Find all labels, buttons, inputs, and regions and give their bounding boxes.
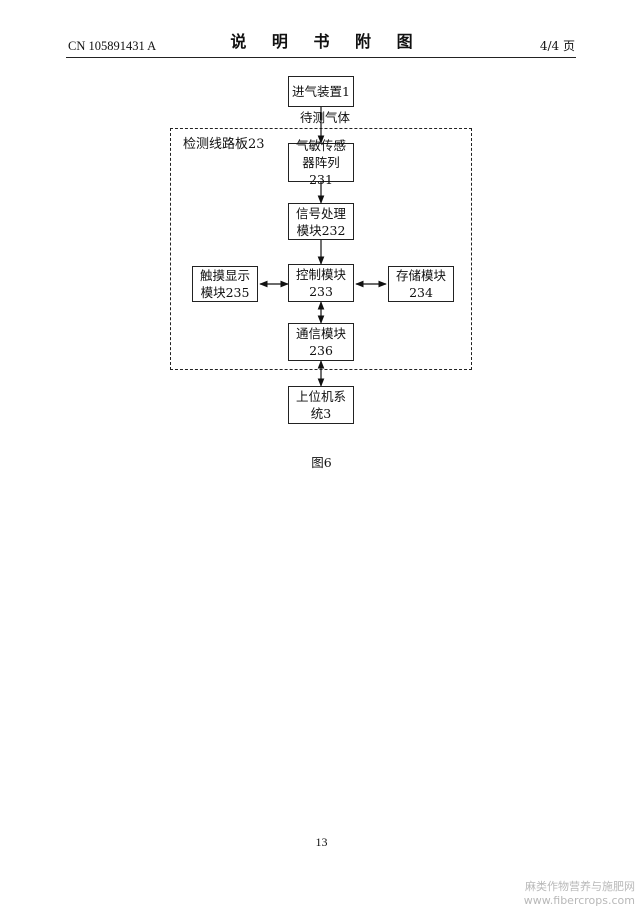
- watermark-line-1: 麻类作物营养与施肥网: [525, 880, 635, 893]
- host-line-2: 统3: [310, 406, 332, 421]
- sensor-line-1: 气敏传感: [295, 138, 346, 153]
- comm-line-2: 236: [309, 343, 333, 358]
- control-line-1: 控制模块: [295, 267, 346, 282]
- inlet-device-box: 进气装置1: [288, 76, 354, 107]
- storage-module-box: 存储模块 234: [388, 266, 454, 302]
- storage-line-1: 存储模块: [395, 268, 446, 283]
- page-title: 说 明 书 附 图: [230, 32, 423, 51]
- signal-line-2: 模块232: [296, 222, 346, 238]
- watermark: 麻类作物营养与施肥网 www.fibercrops.com: [524, 880, 635, 908]
- sensor-line-2: 器阵列231: [302, 155, 340, 187]
- host-system-box: 上位机系统3: [288, 386, 354, 424]
- touch-line-2: 模块235: [200, 285, 250, 300]
- host-line-1: 上位机系: [295, 389, 346, 404]
- watermark-line-2: www.fibercrops.com: [523, 894, 635, 907]
- page-ratio: 4/4 页: [539, 39, 575, 53]
- communication-module-box: 通信模块 236: [288, 323, 354, 361]
- header-rule: [66, 57, 576, 58]
- figure-caption: 图6: [311, 455, 332, 470]
- signal-line-1: 信号处理: [295, 205, 346, 221]
- control-module-box: 控制模块 233: [288, 264, 354, 302]
- gas-label: 待测气体: [300, 110, 351, 125]
- touch-display-box: 触摸显示模块235: [192, 266, 258, 302]
- control-line-2: 233: [309, 284, 333, 299]
- inlet-line-1: 进气装置1: [292, 84, 350, 99]
- page-number: 13: [315, 835, 328, 849]
- board-label: 检测线路板23: [183, 137, 265, 152]
- patent-number: CN 105891431 A: [68, 39, 157, 53]
- signal-processing-box: 信号处理模块232: [288, 203, 354, 240]
- comm-line-1: 通信模块: [295, 326, 346, 341]
- storage-line-2: 234: [409, 285, 433, 300]
- sensor-array-box: 气敏传感器阵列231: [288, 138, 354, 187]
- touch-line-1: 触摸显示: [199, 268, 250, 283]
